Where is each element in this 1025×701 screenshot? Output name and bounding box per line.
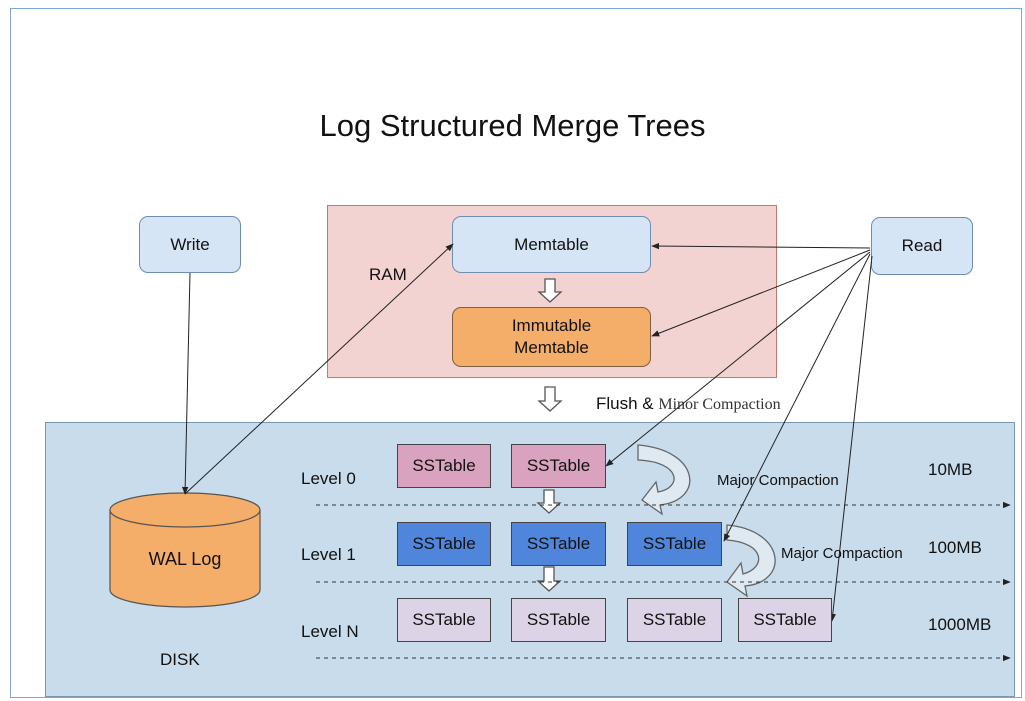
levelN-sstable: SSTable xyxy=(511,598,606,642)
ram-label: RAM xyxy=(369,265,407,284)
flow-arrows xyxy=(536,278,563,592)
levelN-size: 1000MB xyxy=(928,615,992,634)
levelN-sstable: SSTable xyxy=(738,598,832,642)
immutable-memtable-node: Immutable Memtable xyxy=(452,307,651,367)
level0-size: 10MB xyxy=(928,460,973,479)
disk-label: DISK xyxy=(160,650,200,669)
flush-arrow xyxy=(537,386,563,412)
level1-sstable: SSTable xyxy=(511,522,606,566)
major-compaction-arrow-2 xyxy=(726,524,776,598)
level0-sstable: SSTable xyxy=(397,444,491,488)
levelN-label: Level N xyxy=(301,622,359,641)
level1-label: Level 1 xyxy=(301,545,356,564)
levelN-sstable: SSTable xyxy=(627,598,722,642)
compaction-arrows xyxy=(637,444,776,598)
level1-size: 100MB xyxy=(928,538,982,557)
major-compaction-label-1: Major Compaction xyxy=(717,472,839,489)
level1-down-arrow xyxy=(536,566,562,592)
memtable-to-immutable-arrow xyxy=(537,278,563,303)
flush-label-prefix: Flush & xyxy=(596,394,654,413)
level0-down-arrow xyxy=(536,489,562,514)
level0-label: Level 0 xyxy=(301,469,356,488)
major-compaction-label-2: Major Compaction xyxy=(781,545,903,562)
memtable-node: Memtable xyxy=(452,216,651,273)
levelN-sstable: SSTable xyxy=(397,598,491,642)
read-node: Read xyxy=(871,217,973,275)
diagram-title: Log Structured Merge Trees xyxy=(319,108,706,143)
write-node: Write xyxy=(139,216,241,273)
figure-frame xyxy=(10,8,1022,698)
level1-sstable: SSTable xyxy=(397,522,491,566)
level1-sstable: SSTable xyxy=(627,522,722,566)
level0-sstable: SSTable xyxy=(511,444,606,488)
major-compaction-arrow-1 xyxy=(637,444,691,516)
read-connectors xyxy=(605,242,873,622)
flush-label: Flush & Minor Compaction xyxy=(596,394,781,414)
write-connectors xyxy=(181,243,454,495)
level-separators xyxy=(316,501,1011,662)
wal-log-label: WAL Log xyxy=(148,549,222,569)
minor-compaction-label: Minor Compaction xyxy=(658,396,781,413)
